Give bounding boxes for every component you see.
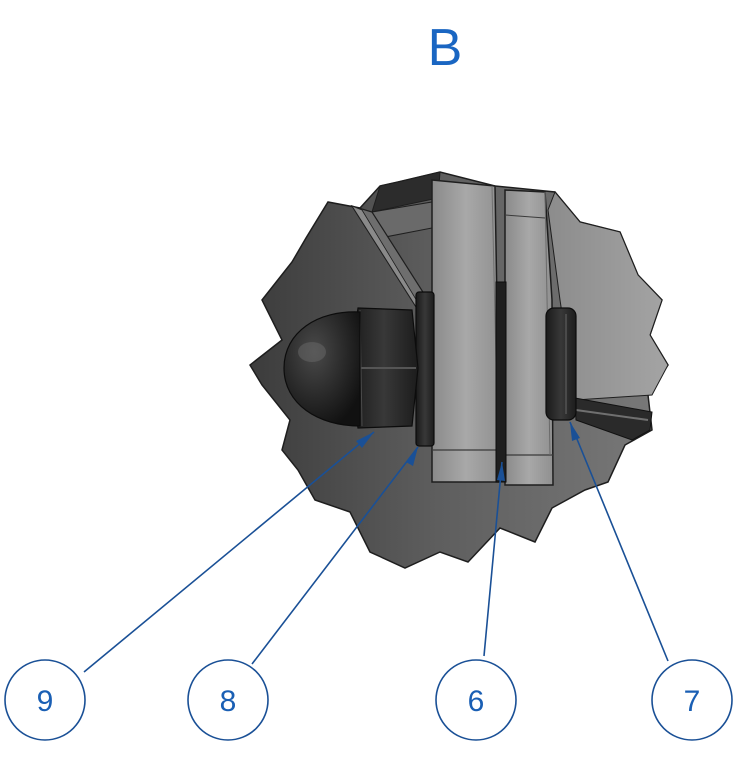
lower-right-rib xyxy=(574,397,653,441)
casting-top-edge xyxy=(371,171,441,213)
balloon-6: 6 xyxy=(435,659,517,741)
balloon-6-label: 6 xyxy=(468,685,485,718)
leader-line-7 xyxy=(569,421,669,662)
arrowhead-7 xyxy=(570,422,580,441)
arrowhead-6 xyxy=(497,462,505,481)
balloon-7-label: 7 xyxy=(684,685,701,718)
balloon-8-label: 8 xyxy=(220,685,237,718)
bolt-end-part-7 xyxy=(545,307,577,421)
balloon-9-label: 9 xyxy=(37,685,54,718)
arrowhead-8 xyxy=(406,447,418,466)
balloon-8: 8 xyxy=(187,659,269,741)
balloon-9: 9 xyxy=(4,659,86,741)
detail-view-label: B xyxy=(427,19,463,77)
spacer-part-6 xyxy=(495,281,507,483)
arrowhead-9 xyxy=(356,432,374,448)
casting-right-face xyxy=(547,191,669,401)
leader-line-6 xyxy=(483,461,503,657)
leader-line-8 xyxy=(251,446,419,665)
balloon-7: 7 xyxy=(651,659,733,741)
acorn-dome-part-9 xyxy=(283,311,361,427)
leader-line-9 xyxy=(83,431,375,673)
